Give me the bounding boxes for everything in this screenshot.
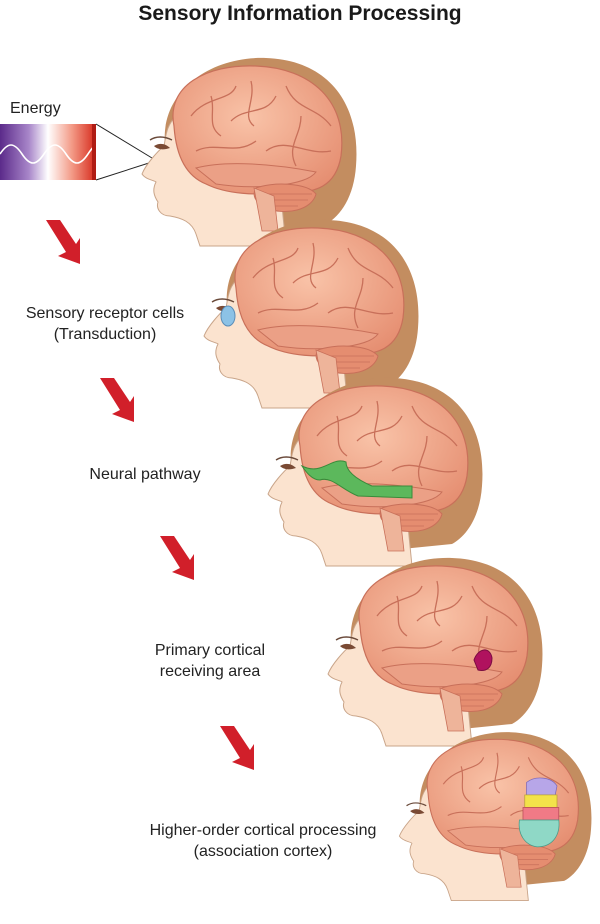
head-pathway: [267, 377, 484, 567]
step-label-4-line2: (association cortex): [193, 843, 333, 860]
arrow-icon: [46, 220, 80, 264]
energy-spectrum: [0, 124, 96, 180]
step-label-2-line1: Neural pathway: [89, 466, 201, 483]
step-label-3: Primary cortical receiving area: [120, 640, 300, 682]
receptor-cells-highlight: [220, 305, 236, 327]
head-primary: [327, 557, 544, 747]
step-label-1-line1: Sensory receptor cells: [25, 305, 185, 322]
primary-cortex-highlight: [473, 649, 493, 671]
head-receptor: [203, 219, 420, 409]
association-area-1: [526, 777, 558, 796]
step-label-3-line1: Primary cortical: [154, 642, 266, 659]
page-title: Sensory Information Processing: [138, 2, 462, 25]
energy-label: Energy: [10, 100, 61, 117]
association-area-3: [522, 807, 560, 821]
association-area-4: [518, 819, 560, 848]
arrow-icon: [220, 726, 254, 770]
arrow-icon: [100, 378, 134, 422]
neural-pathway-highlight: [300, 460, 413, 499]
step-label-1: Sensory receptor cells (Transduction): [0, 303, 210, 345]
head-association: [398, 731, 593, 902]
step-label-3-line2: receiving area: [159, 663, 261, 680]
step-label-4: Higher-order cortical processing (associ…: [118, 820, 408, 862]
arrow-icon: [160, 536, 194, 580]
step-label-2: Neural pathway: [70, 464, 220, 485]
association-area-2: [524, 794, 558, 808]
step-label-4-line1: Higher-order cortical processing: [149, 822, 377, 839]
step-label-1-line2: (Transduction): [53, 326, 157, 343]
